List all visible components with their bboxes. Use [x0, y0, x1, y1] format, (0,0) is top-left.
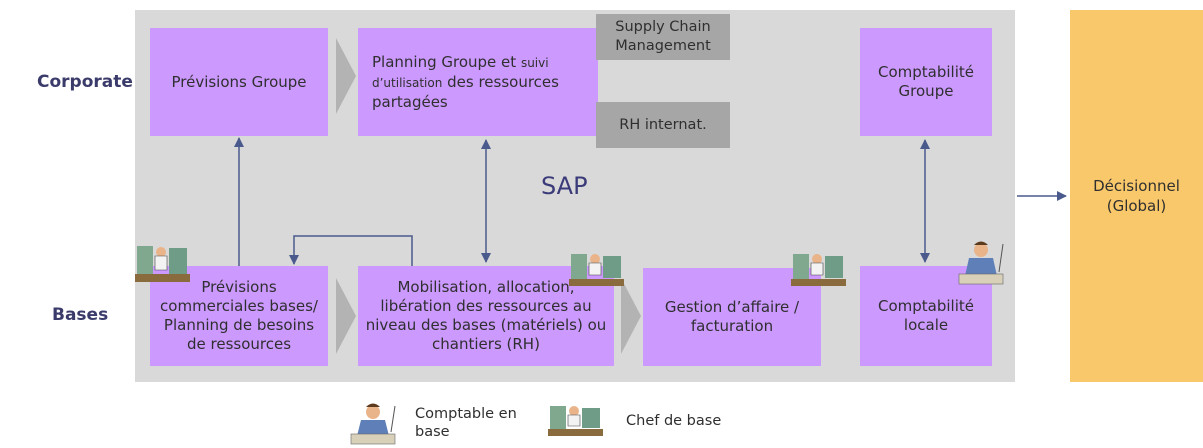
box-supply-chain: Supply Chain Management: [596, 14, 730, 60]
base-manager-clipart-icon: [548, 406, 603, 436]
box-rh-internat-label: RH internat.: [619, 116, 707, 133]
box-mobilisation-label: Mobilisation, allocation, libération des…: [365, 278, 607, 353]
arrow-mobilisation-loop: [289, 235, 413, 266]
accountant-clipart-icon: [350, 403, 396, 445]
box-supply-chain-label: Supply Chain Management: [615, 19, 711, 54]
box-comptabilite-locale-label: Comptabilité locale: [878, 297, 974, 334]
base-manager-clipart-icon: [135, 246, 190, 282]
base-manager-clipart-icon: [569, 254, 624, 286]
row-label-bases: Bases: [52, 305, 109, 325]
box-gestion-affaire-label: Gestion d’affaire / facturation: [664, 298, 800, 335]
sap-label: SAP: [541, 172, 588, 200]
box-previsions-commerciales-label: Prévisions commerciales bases/ Planning …: [160, 278, 318, 353]
flow-chevron: [621, 278, 641, 354]
planning-groupe-text-b: suivi d’utilisation: [372, 55, 549, 90]
flow-chevron: [336, 278, 356, 354]
box-previsions-groupe-label: Prévisions Groupe: [171, 72, 307, 91]
row-label-corporate: Corporate: [37, 72, 133, 92]
base-manager-clipart-icon: [791, 254, 846, 286]
legend-comptable-label: Comptable en base: [415, 406, 517, 440]
box-comptabilite-groupe: Comptabilité Groupe: [860, 28, 992, 136]
box-previsions-groupe: Prévisions Groupe: [150, 28, 328, 136]
box-planning-groupe: Planning Groupe et suivi d’utilisation d…: [358, 28, 598, 136]
box-rh-internat: RH internat.: [596, 102, 730, 148]
box-previsions-commerciales: Prévisions commerciales bases/ Planning …: [150, 266, 328, 366]
planning-groupe-text-a: Planning Groupe et: [372, 52, 521, 71]
legend-chef-label: Chef de base: [626, 413, 722, 429]
planning-groupe-text-c: des ressources partagées: [372, 72, 559, 111]
box-decisionnel: Décisionnel (Global): [1070, 10, 1203, 382]
accountant-clipart-icon: [958, 241, 1004, 285]
flow-chevron: [336, 38, 356, 114]
box-comptabilite-groupe-label: Comptabilité Groupe: [878, 63, 974, 100]
box-decisionnel-label: Décisionnel (Global): [1093, 177, 1180, 215]
